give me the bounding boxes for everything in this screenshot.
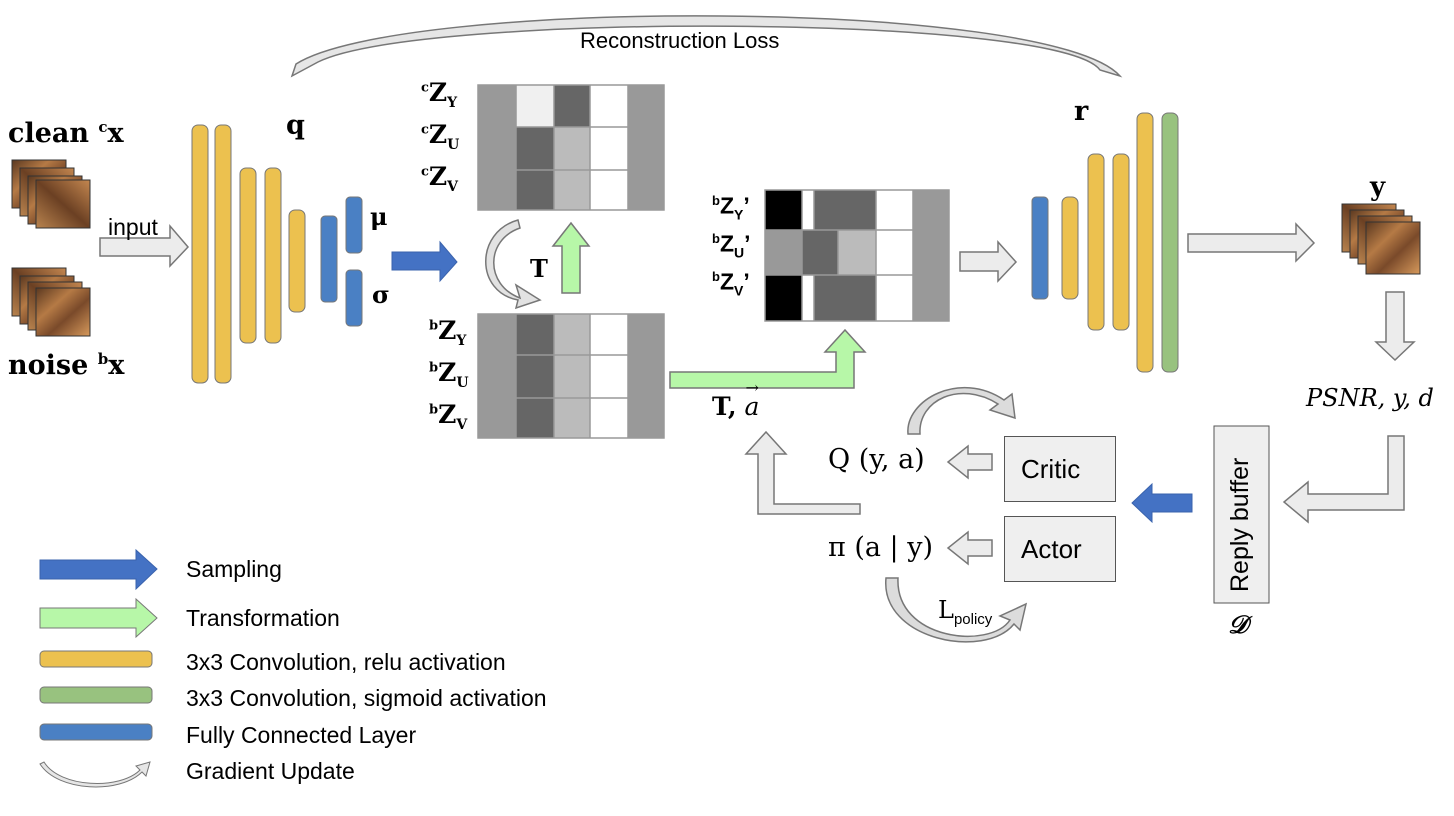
decoder-label: r [1074,96,1089,127]
q-function-label: Q (y, a) [828,444,925,475]
critic-box: Critic [1004,436,1116,502]
noise-image-stack [11,267,91,337]
noise-latent-u-label: bZU [429,358,469,391]
actor-to-pi-arrow [946,530,993,566]
legend [39,548,158,788]
transform-up-arrow [551,221,591,294]
legend-sampling: Sampling [186,556,282,582]
buffer-sampling-arrow [1131,482,1193,524]
reconstruction-loss-label: Reconstruction Loss [580,28,780,53]
clean-latent-v-label: cZV [421,162,459,195]
clean-image-stack [11,159,91,229]
critic-to-q-arrow [946,444,993,480]
reply-buffer-symbol: 𝒟 [1228,610,1248,639]
yellow-bar-icon [39,650,153,668]
noise-latent-v-label: bZV [429,400,468,433]
green-bar-icon [39,686,153,704]
legend-conv-sigmoid: 3x3 Convolution, sigmoid activation [186,685,547,711]
clean-latent-matrix [477,84,665,211]
legend-gradient-update: Gradient Update [186,758,355,784]
to-decoder-arrow [959,240,1018,283]
clean-latent-u-label: cZU [421,120,460,153]
q-gradient-arrow [907,386,1016,435]
action-vector: →a [744,378,760,421]
blue-bar-icon [39,723,153,741]
transformed-latent-matrix [764,189,950,322]
policy-to-action-arrow [744,430,861,515]
transformed-latent-u-label: bZU’ [712,230,751,261]
input-label: input [108,214,158,240]
transform-t-label: T [530,254,548,283]
blue-arrow-icon [39,548,158,591]
transform-cycle-arrow [485,219,542,310]
policy-gradient-arrow [885,577,1028,643]
noise-latent-matrix [477,313,665,439]
to-metrics-arrow [1374,291,1416,362]
sigma-label: σ [372,280,390,309]
noise-input-label: noise bx [8,350,125,381]
sampling-arrow [391,240,458,283]
to-output-arrow [1187,222,1316,263]
legend-conv-relu: 3x3 Convolution, relu activation [186,649,506,675]
encoder-q [191,124,363,384]
green-arrow-icon [39,597,158,639]
decoder-r [1031,112,1179,373]
input-arrow [99,223,190,268]
legend-transformation: Transformation [186,605,340,631]
noise-latent-y-label: bZY [429,316,467,349]
mu-label: μ [370,202,388,231]
output-image-stack [1341,203,1421,275]
reconstruction-loss-arrow [290,15,1123,78]
to-buffer-arrow [1282,435,1405,524]
policy-loss-label: Lpolicy [938,596,993,628]
clean-latent-y-label: cZY [421,78,458,111]
reply-buffer-label: Reply buffer [1226,457,1254,592]
reply-buffer-box [1213,425,1270,604]
policy-label: π (a | y) [828,532,934,563]
clean-input-label: clean cx [8,118,124,149]
transform-arrow [669,328,867,389]
transformed-latent-y-label: bZY’ [712,192,750,223]
metrics-label: PSNR, y, d [1306,384,1434,412]
actor-box: Actor [1004,516,1116,582]
transformed-latent-v-label: bZV’ [712,268,750,299]
encoder-label: q [286,110,305,141]
legend-fully-connected: Fully Connected Layer [186,722,417,748]
action-label: T, →a [712,378,760,421]
curved-arrow-icon [39,761,151,788]
output-label: y [1370,172,1386,202]
